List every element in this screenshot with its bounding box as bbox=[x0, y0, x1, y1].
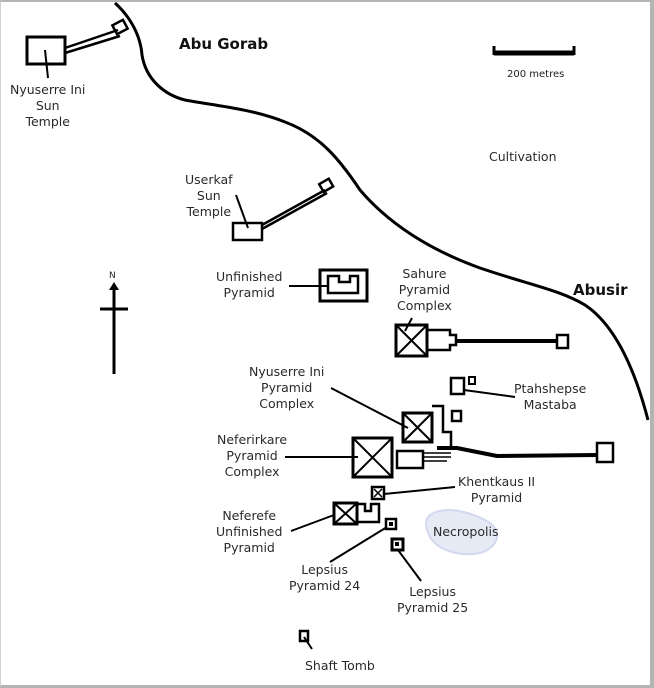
town-abusir: Abusir bbox=[573, 281, 628, 299]
label-lepsius-pyramid-25: Lepsius Pyramid 25 bbox=[397, 584, 469, 615]
label-userkaf-sun-temple: Userkaf Sun Temple bbox=[185, 172, 233, 219]
label-unfinished-pyramid: Unfinished Pyramid bbox=[216, 269, 283, 300]
lepsius-pyramid-24-shape bbox=[329, 517, 398, 563]
lepsius-pyramid-25-shape bbox=[390, 537, 422, 582]
scale-bar-label: 200 metres bbox=[507, 69, 565, 80]
sahure-pyramid-complex-shape bbox=[394, 317, 570, 358]
label-nyuserre-pyramid-complex: Nyuserre Ini Pyramid Complex bbox=[249, 364, 325, 411]
label-nyuserre-sun-temple: Nyuserre Ini Sun Temple bbox=[10, 82, 86, 129]
khentkaus-ii-pyramid-shape bbox=[370, 485, 456, 501]
label-ptahshepse-mastaba: Ptahshepse Mastaba bbox=[514, 381, 587, 412]
label-neferefe-unfinished-pyramid: Neferefe Unfinished Pyramid bbox=[216, 508, 283, 555]
label-lepsius-pyramid-24: Lepsius Pyramid 24 bbox=[289, 562, 361, 593]
nyuserre-sun-temple-shape bbox=[25, 18, 130, 79]
area-cultivation: Cultivation bbox=[489, 149, 557, 164]
label-shaft-tomb: Shaft Tomb bbox=[305, 658, 375, 673]
unfinished-pyramid-shape bbox=[289, 268, 369, 303]
cultivation-boundary-line bbox=[113, 1, 650, 421]
area-necropolis: Necropolis bbox=[433, 524, 499, 539]
userkaf-sun-temple-shape bbox=[231, 176, 335, 242]
ptahshepse-mastaba-shape bbox=[449, 376, 516, 398]
town-abu-gorab: Abu Gorab bbox=[179, 35, 269, 53]
neferirkare-pyramid-complex-shape bbox=[285, 436, 451, 479]
label-sahure-pyramid-complex: Sahure Pyramid Complex bbox=[397, 266, 452, 313]
necropolis-area bbox=[425, 509, 498, 556]
shaft-tomb-shape bbox=[298, 629, 313, 650]
scale-bar bbox=[492, 46, 576, 56]
label-neferirkare-pyramid-complex: Neferirkare Pyramid Complex bbox=[217, 432, 288, 479]
north-arrow-icon bbox=[100, 282, 128, 374]
north-label: N bbox=[109, 271, 116, 281]
nyuserre-pyramid-complex-shape bbox=[330, 387, 615, 464]
label-khentkaus-ii-pyramid: Khentkaus II Pyramid bbox=[458, 474, 536, 505]
neferefe-unfinished-pyramid-shape bbox=[290, 501, 381, 532]
